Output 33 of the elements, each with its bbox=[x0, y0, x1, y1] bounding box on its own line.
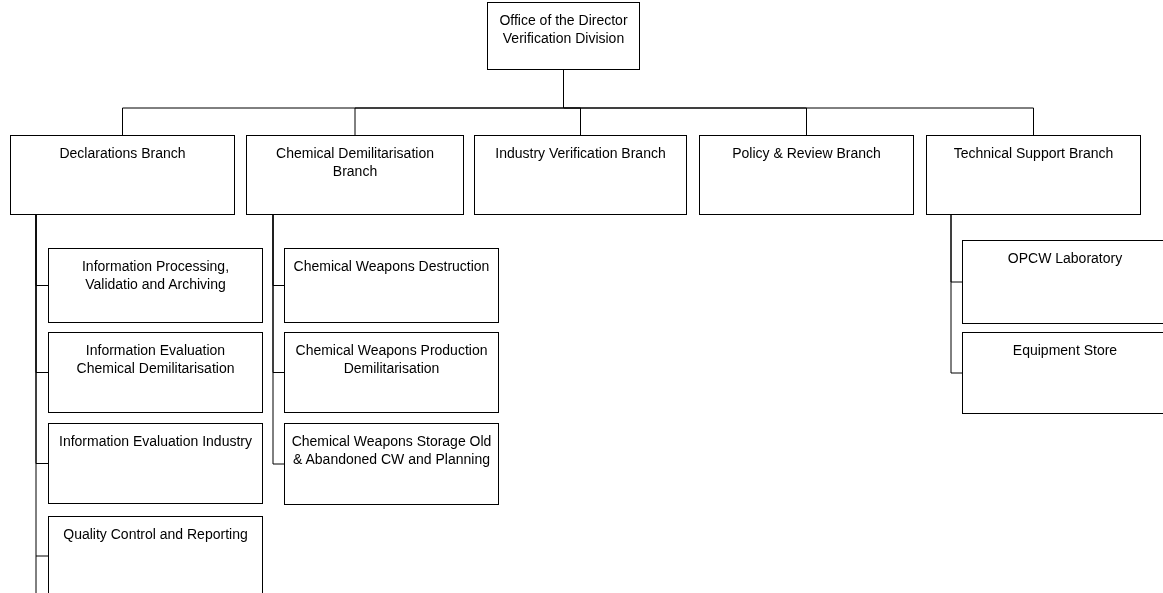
box-label: Declarations Branch bbox=[58, 144, 187, 162]
connector-line bbox=[35, 214, 49, 557]
org-box bbox=[48, 248, 263, 323]
box-label: Chemical Weapons Production Demilitarisation bbox=[294, 341, 489, 377]
box-label: Technical Support Branch bbox=[952, 144, 1115, 162]
org-box bbox=[926, 135, 1141, 215]
box-label: Chemical Weapons Destruction bbox=[292, 257, 491, 275]
org-box bbox=[10, 135, 235, 215]
org-box bbox=[284, 423, 499, 505]
org-box bbox=[48, 332, 263, 413]
box-label: Information Processing, Validatio and Archiving bbox=[80, 257, 231, 293]
box-label: Policy & Review Branch bbox=[731, 144, 882, 162]
org-box bbox=[962, 332, 1163, 414]
org-box bbox=[246, 135, 464, 215]
org-box bbox=[487, 2, 640, 70]
org-box bbox=[284, 248, 499, 323]
org-box bbox=[48, 423, 263, 504]
box-label: Quality Control and Reporting bbox=[62, 525, 249, 543]
org-box bbox=[474, 135, 687, 215]
box-label: Information Evaluation Industry bbox=[58, 432, 253, 450]
box-label: Chemical Weapons Storage Old & Abandoned CW and Planning bbox=[290, 432, 493, 468]
connector-line bbox=[272, 214, 285, 465]
org-box bbox=[284, 332, 499, 413]
org-box bbox=[699, 135, 914, 215]
box-label: Chemical Demilitarisation Branch bbox=[275, 144, 435, 180]
box-label: Industry Verification Branch bbox=[494, 144, 667, 162]
box-label: Equipment Store bbox=[1011, 341, 1119, 359]
org-box bbox=[48, 516, 263, 593]
box-label: OPCW Laboratory bbox=[1006, 249, 1124, 267]
box-label: Information Evaluation Chemical Demilitarisation bbox=[75, 341, 236, 377]
org-box bbox=[962, 240, 1163, 324]
box-label: Office of the Director Verification Division bbox=[498, 11, 629, 47]
connector-line bbox=[950, 214, 963, 374]
